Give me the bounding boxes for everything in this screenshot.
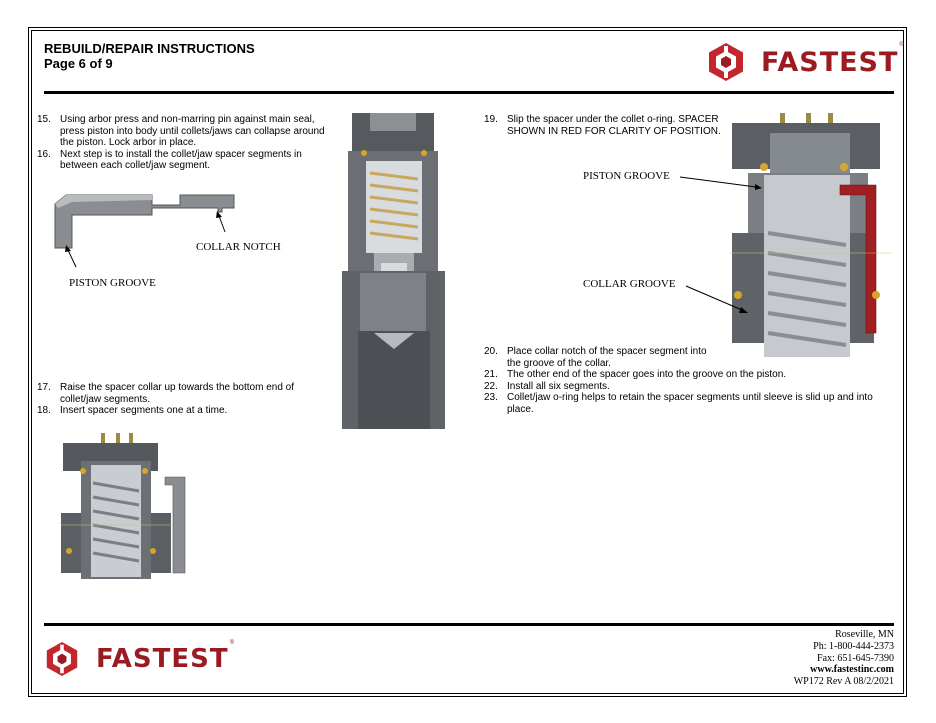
piston-press-cutaway-image	[338, 113, 449, 429]
step-item: 23. Collet/jaw o-ring helps to retain the…	[484, 392, 884, 415]
steps-20-23: 20. Place collar notch of the spacer segm…	[484, 346, 884, 415]
document-title: REBUILD/REPAIR INSTRUCTIONS	[44, 41, 255, 56]
step-number: 22.	[484, 380, 498, 392]
step-text: Place collar notch of the spacer segment…	[507, 346, 707, 369]
page-header: REBUILD/REPAIR INSTRUCTIONS Page 6 of 9	[44, 41, 255, 71]
step-text: The other end of the spacer goes into th…	[507, 369, 787, 380]
step-text: Raise the spacer collar up towards the b…	[60, 382, 295, 405]
steps-17-18: 17. Raise the spacer collar up towards th…	[37, 382, 327, 417]
header-logo: FASTEST ®	[707, 42, 904, 82]
brand-wordmark: FASTEST	[761, 46, 899, 78]
collar-groove-label: COLLAR GROOVE	[583, 278, 676, 290]
step-number: 23.	[484, 392, 498, 403]
header-rule	[44, 91, 894, 94]
label-arrows	[65, 211, 226, 268]
step-item: 18. Insert spacer segments one at a time.	[37, 405, 327, 417]
fastest-logo-icon	[46, 642, 78, 676]
registered-mark: ®	[229, 640, 235, 646]
right-label-arrows	[679, 176, 762, 313]
step-number: 21.	[484, 369, 498, 380]
spacer-segment-illustration	[54, 194, 235, 249]
step-item: 16. Next step is to install the collet/ja…	[37, 149, 327, 172]
footer-rule	[44, 623, 894, 626]
step-item: 17. Raise the spacer collar up towards th…	[37, 382, 327, 405]
step-text: Collet/jaw o-ring helps to retain the sp…	[507, 392, 873, 415]
step-number: 16.	[37, 148, 51, 160]
step-number: 18.	[37, 405, 51, 416]
footer-contact-info: Roseville, MN Ph: 1-800-444-2373 Fax: 65…	[794, 629, 894, 688]
step-text: Next step is to install the collet/jaw s…	[60, 148, 302, 172]
step-text: Install all six segments.	[507, 380, 610, 392]
step-number: 20.	[484, 346, 498, 357]
step-text: Using arbor press and non-marring pin ag…	[60, 114, 325, 148]
piston-groove-right-label: PISTON GROOVE	[583, 170, 670, 182]
step-number: 19.	[484, 114, 498, 125]
step-number: 15.	[37, 114, 51, 125]
steps-15-16: 15. Using arbor press and non-marring pin…	[37, 114, 327, 172]
brand-wordmark: FASTEST	[96, 644, 229, 674]
step-item: 19. Slip the spacer under the collet o-ri…	[484, 114, 734, 137]
page-border-inner	[31, 30, 904, 694]
piston-groove-label: PISTON GROOVE	[69, 277, 156, 289]
fastest-logo-icon	[709, 43, 743, 81]
footer-logo: FASTEST ®	[45, 640, 234, 678]
step-item: 20. Place collar notch of the spacer segm…	[484, 346, 707, 369]
page-number: Page 6 of 9	[44, 56, 113, 71]
spacer-insert-cutaway-image	[61, 433, 191, 581]
page-border-outer	[28, 27, 907, 697]
footer-website: www.fastestinc.com	[810, 664, 894, 676]
step-19: 19. Slip the spacer under the collet o-ri…	[484, 114, 734, 137]
step-text: Insert spacer segments one at a time.	[60, 405, 228, 416]
registered-mark: ®	[899, 42, 904, 48]
step-item: 15. Using arbor press and non-marring pin…	[37, 114, 327, 149]
collar-notch-label: COLLAR NOTCH	[196, 241, 281, 253]
footer-city: Roseville, MN	[835, 629, 894, 640]
spacer-position-cutaway-image	[730, 113, 892, 363]
footer-fax: Fax: 651-645-7390	[817, 652, 894, 664]
footer-phone: Ph: 1-800-444-2373	[813, 640, 894, 652]
footer-document-id: WP172 Rev A 08/2/2021	[793, 676, 894, 688]
step-item: 22. Install all six segments.	[484, 381, 884, 393]
step-text: Slip the spacer under the collet o-ring.…	[507, 114, 721, 137]
step-number: 17.	[37, 382, 51, 393]
step-item: 21. The other end of the spacer goes into…	[484, 369, 884, 381]
